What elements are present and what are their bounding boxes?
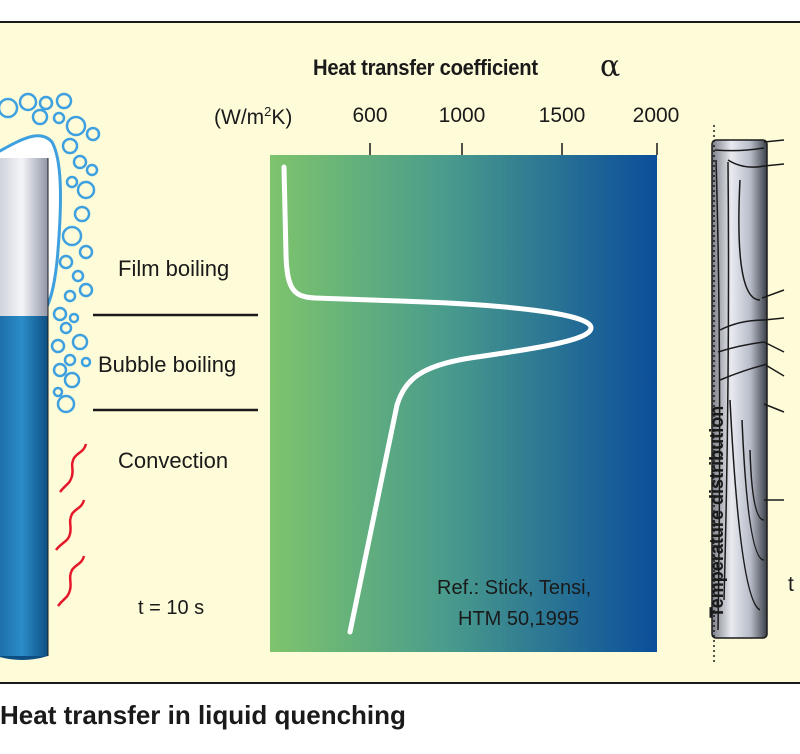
reference-line-1: Ref.: Stick, Tensi, bbox=[437, 577, 592, 599]
reference-line-2: HTM 50,1995 bbox=[458, 608, 580, 630]
plot-area bbox=[270, 155, 657, 652]
heat-wave-icon bbox=[55, 443, 88, 607]
alpha-symbol: α bbox=[600, 49, 621, 84]
bubble-boiling-label: Bubble boiling bbox=[98, 352, 237, 377]
unit-exponent: 2 bbox=[264, 104, 272, 119]
cylinder-icon bbox=[0, 158, 49, 660]
axis-unit-label: (W/m2K) bbox=[214, 104, 292, 130]
temperature-distribution-label: Temperature distribution bbox=[707, 405, 728, 618]
film-boiling-label: Film boiling bbox=[118, 256, 230, 281]
tick-label: 1500 bbox=[538, 104, 586, 127]
figure-caption: Heat transfer in liquid quenching bbox=[0, 700, 406, 730]
temperature-distribution-cylinder bbox=[711, 125, 768, 665]
tick-label: 1000 bbox=[438, 104, 486, 127]
unit-prefix: (W/m bbox=[214, 106, 265, 129]
heat-transfer-curve bbox=[281, 164, 594, 635]
chart-title: Heat transfer coefficient bbox=[313, 55, 538, 80]
isotherm-leader-lines bbox=[761, 139, 785, 501]
unit-suffix: K) bbox=[271, 106, 293, 129]
convection-label: Convection bbox=[118, 448, 229, 473]
tick-marks bbox=[369, 143, 658, 155]
bubble-cluster-icon bbox=[0, 92, 101, 414]
tick-label: 600 bbox=[352, 104, 388, 127]
right-edge-letter: t bbox=[788, 573, 794, 596]
tick-label: 2000 bbox=[632, 104, 680, 127]
time-label: t = 10 s bbox=[138, 597, 205, 619]
